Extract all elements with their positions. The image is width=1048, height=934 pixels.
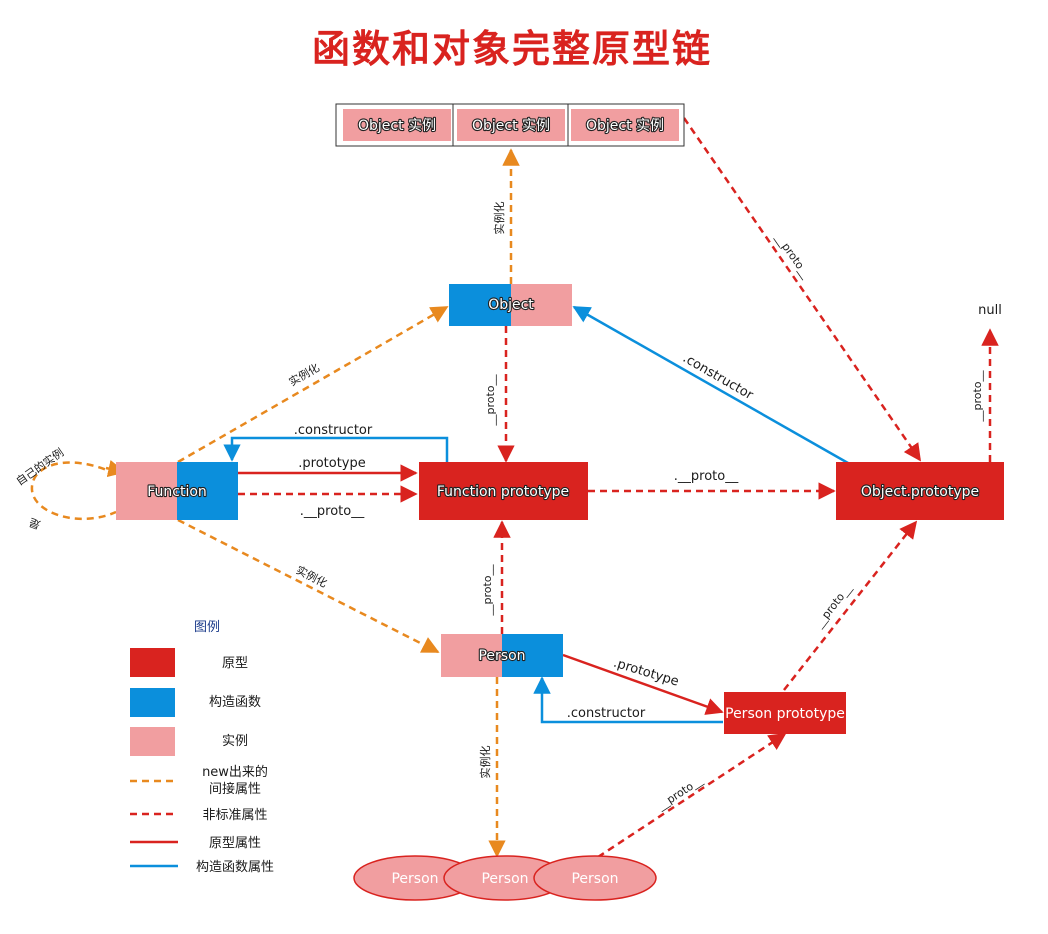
edge-label-object-constructor: .constructor [680, 351, 756, 404]
legend-swatch-prototype [130, 648, 175, 677]
edge-person-prototype [562, 653, 724, 715]
legend-label-new-2: 间接属性 [209, 781, 261, 797]
person-prototype-node[interactable]: Person prototype [724, 692, 846, 734]
edge-label-instances-proto: __proto__ [772, 231, 813, 281]
edge-label-person-proto-object-proto: __proto__ [812, 581, 855, 630]
edge-label-function-object: 实例化 [286, 360, 322, 389]
object-instance-3[interactable] [571, 109, 679, 141]
person-node-constructor-half [502, 634, 563, 677]
legend-label-new-1: new出来的 [202, 764, 268, 780]
person-prototype-box [724, 692, 846, 734]
edge-function-instantiate-person [177, 518, 440, 654]
edge-label-function-proto-object-proto: .__proto__ [674, 469, 739, 484]
function-node-constructor-half [177, 462, 238, 520]
page-title: 函数和对象完整原型链 [312, 27, 712, 71]
object-node[interactable]: Object [449, 284, 572, 326]
edge-label-function-prototype: .prototype [298, 456, 366, 471]
function-prototype-box [419, 462, 588, 520]
person-node-instance-half [441, 634, 502, 677]
edge-label-person-constructor: .constructor [567, 706, 646, 721]
legend-label-prototype-prop: 原型属性 [209, 836, 261, 851]
edge-person-instances-proto [597, 732, 787, 859]
legend-label-constructor: 构造函数 [209, 695, 261, 710]
edge-label-function-constructor: .constructor [294, 423, 373, 438]
edge-function-constructor [223, 436, 449, 464]
edge-label-person-instantiate: 实例化 [478, 746, 492, 779]
person-instances-group[interactable]: Person Person Person [353, 855, 657, 901]
function-node[interactable]: Function [116, 462, 238, 520]
person-instance-3-label: Person [571, 871, 618, 887]
person-instance-1-label: Person [391, 871, 438, 887]
legend-label-prototype: 原型 [222, 656, 248, 671]
object-prototype-label: Object.prototype [861, 484, 979, 500]
person-node-label: Person [478, 648, 525, 664]
object-instance-2-label: Object 实例 [472, 118, 550, 134]
object-prototype-box [836, 462, 1004, 520]
object-instances-group[interactable]: Object 实例 Object 实例 Object 实例 [335, 103, 685, 147]
object-instance-1-label: Object 实例 [358, 118, 436, 134]
edge-function-instantiate-object [177, 305, 449, 464]
edge-label-person-instances-proto: __proto__ [654, 773, 705, 813]
legend-label-constructor-prop: 构造函数属性 [196, 860, 274, 875]
legend-label-non-standard: 非标准属性 [202, 808, 267, 823]
person-node[interactable]: Person [441, 634, 563, 677]
object-node-constructor-half [449, 284, 511, 326]
function-node-label: Function [147, 484, 207, 500]
edge-person-proto-object-proto [783, 520, 918, 691]
person-instance-2-label: Person [481, 871, 528, 887]
edge-label-function-proto: .__proto__ [300, 504, 365, 519]
edge-label-object-proto-null: __proto__ [971, 370, 984, 423]
edge-instances-proto [682, 117, 922, 462]
object-instance-1[interactable] [343, 109, 451, 141]
function-node-instance-half [116, 462, 177, 520]
function-prototype-node[interactable]: Function prototype [419, 462, 588, 520]
legend-label-instance: 实例 [222, 734, 248, 749]
edge-label-function-person: 实例化 [294, 563, 330, 590]
legend-title: 图例 [194, 620, 220, 635]
object-instance-3-label: Object 实例 [586, 118, 664, 134]
function-prototype-label: Function prototype [437, 484, 569, 500]
object-prototype-node[interactable]: Object.prototype [836, 462, 1004, 520]
legend-swatch-constructor [130, 688, 175, 717]
person-instance-3[interactable] [533, 855, 657, 901]
edge-person-constructor [533, 676, 723, 724]
object-node-instance-half [511, 284, 572, 326]
edge-label-person-proto: __proto__ [481, 564, 494, 617]
edge-object-constructor [572, 305, 856, 469]
edge-function-self-loop [30, 461, 117, 521]
edge-label-self-instance: 自己的实例 [13, 445, 66, 488]
object-node-label: Object [488, 297, 534, 313]
null-label: null [978, 303, 1002, 318]
person-prototype-label: Person prototype [725, 706, 845, 722]
legend: 图例 原型 构造函数 实例 new出来的 间接属性 非标准属性 原型属性 构造函… [130, 620, 274, 875]
object-instance-2[interactable] [457, 109, 565, 141]
edge-label-object-proto: __proto__ [484, 374, 497, 427]
edge-label-self-is: 是 [27, 515, 42, 531]
edge-label-object-instantiate: 实例化 [492, 202, 506, 235]
legend-swatch-instance [130, 727, 175, 756]
